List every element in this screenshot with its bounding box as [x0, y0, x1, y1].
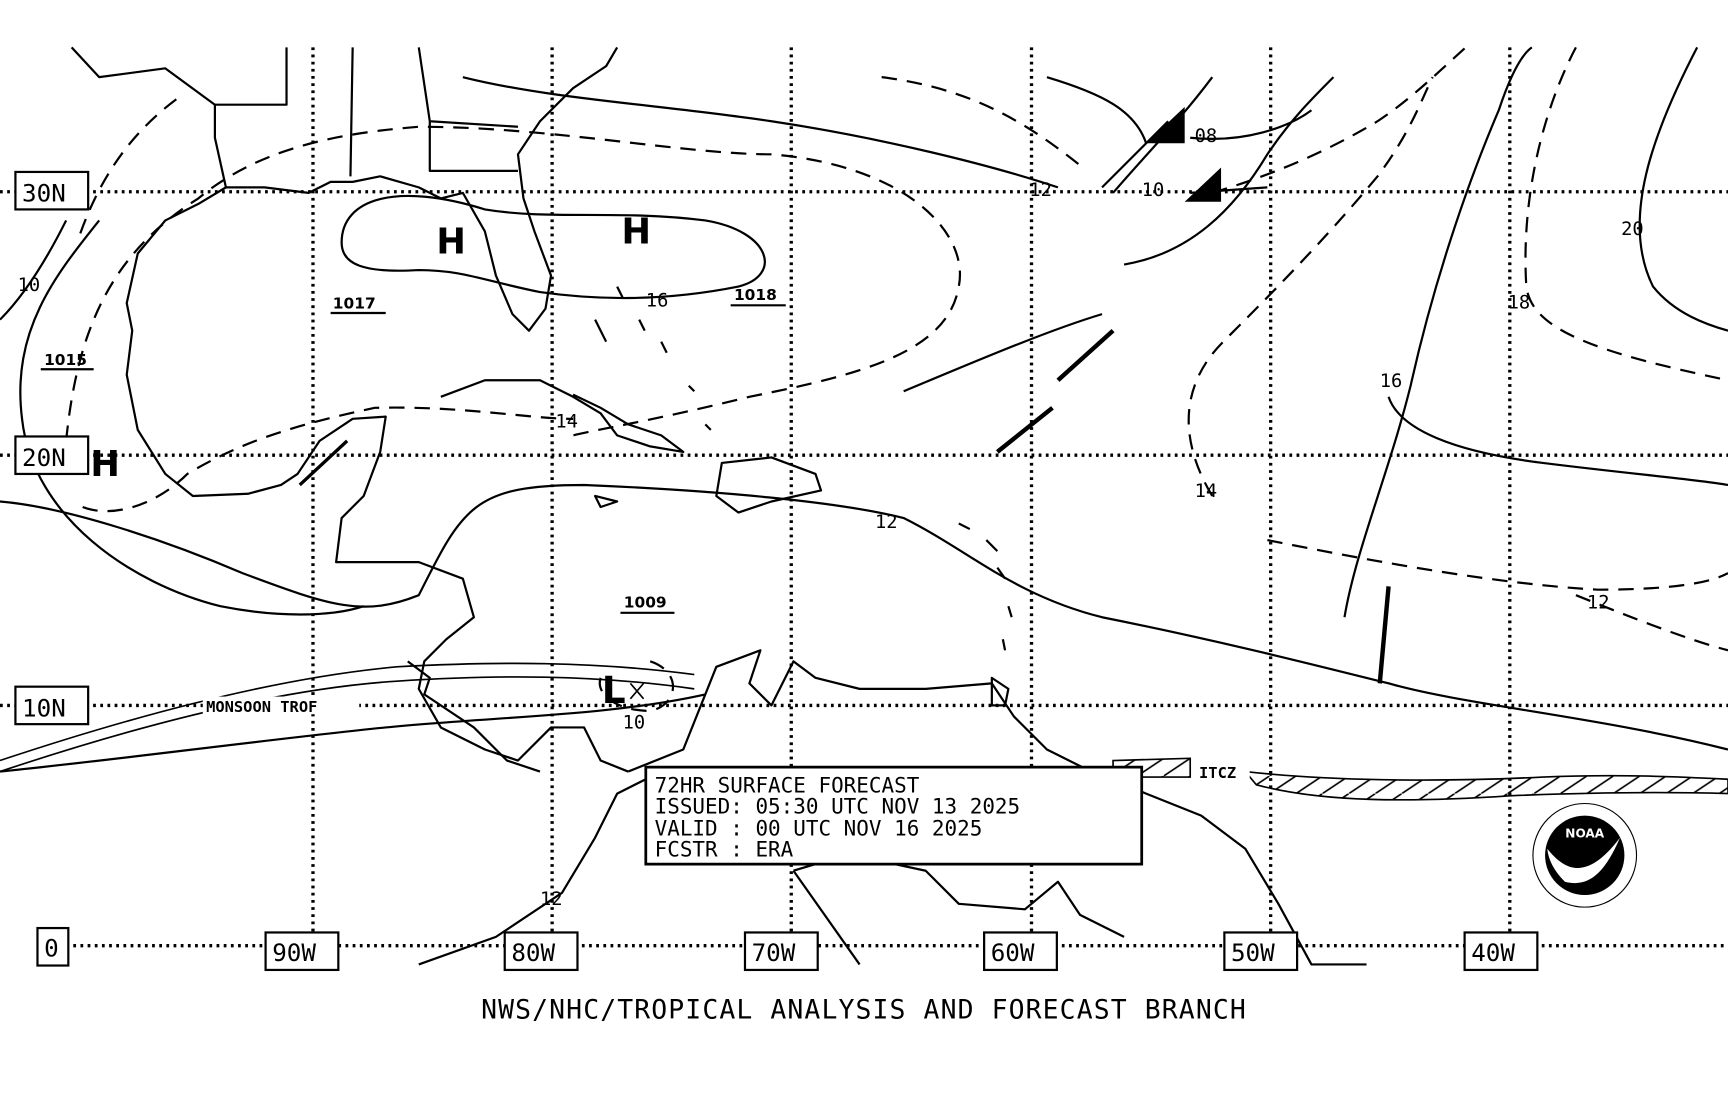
low-pressure-symbol: L — [602, 668, 626, 712]
isobar-label: 14 — [1195, 481, 1218, 502]
pressure-value: 1015 — [44, 351, 87, 369]
trough-line — [298, 439, 349, 487]
high-pressure-symbol: H — [622, 212, 652, 253]
high-pressure-symbol: H — [436, 222, 466, 263]
isobar-label: 16 — [646, 290, 669, 311]
isobar-label: 12 — [540, 889, 563, 910]
high-pressure-symbol: H — [90, 444, 120, 485]
coastlines — [70, 46, 1367, 966]
forecast-title: 72HR SURFACE FORECAST — [655, 773, 920, 797]
valid-time: VALID : 00 UTC NOV 16 2025 — [655, 816, 983, 840]
isobar-label: 12 — [1587, 592, 1610, 613]
cold-front-triangle — [1146, 106, 1185, 144]
pressure-centers: H 1017 H 1018 H 1015 L 1009 — [40, 212, 786, 712]
monsoon-trough — [0, 662, 695, 773]
isobar-label: 12 — [1029, 180, 1052, 201]
isobar-label: 12 — [875, 512, 898, 533]
isobar-label: 08 — [1195, 126, 1218, 147]
isobar-labels: 10 12 14 16 18 20 08 10 12 12 10 12 14 1… — [18, 126, 1644, 910]
pressure-value: 1017 — [333, 295, 376, 313]
lon-label-50w: 50W — [1231, 938, 1275, 967]
pressure-value: 1009 — [624, 593, 667, 611]
isobar-label: 10 — [623, 713, 646, 734]
trough-line — [1377, 586, 1391, 684]
isobar-label: 10 — [1142, 180, 1165, 201]
pressure-value: 1018 — [734, 286, 777, 304]
lat-label-30n: 30N — [22, 179, 66, 208]
itcz-label: ITCZ — [1199, 764, 1236, 782]
dashed-isobars — [65, 46, 1728, 713]
noaa-logo: NOAA — [1532, 802, 1638, 908]
lat-label-0: 0 — [44, 934, 59, 963]
trough-line — [995, 329, 1115, 454]
lon-label-80w: 80W — [511, 938, 555, 967]
lon-label-40w: 40W — [1471, 938, 1515, 967]
cold-front-triangle — [1184, 167, 1222, 202]
fronts — [298, 106, 1391, 684]
noaa-logo-text: NOAA — [1565, 827, 1604, 841]
longitude-labels: 90W 80W 70W 60W 50W 40W — [264, 931, 1539, 972]
isobar-label: 14 — [555, 412, 578, 433]
low-center-x-icon — [629, 682, 645, 700]
lat-label-10n: 10N — [22, 693, 66, 722]
lon-label-60w: 60W — [991, 938, 1035, 967]
latitude-labels: 30N 20N 10N 0 — [14, 170, 90, 967]
forecast-info-box: 72HR SURFACE FORECAST ISSUED: 05:30 UTC … — [644, 765, 1144, 866]
lat-label-20n: 20N — [22, 443, 66, 472]
isobar-label: 20 — [1621, 219, 1644, 240]
forecaster: FCSTR : ERA — [655, 837, 794, 861]
itcz-band — [1112, 757, 1728, 801]
isobar-label: 10 — [18, 275, 41, 296]
monsoon-trough-label: MONSOON TROF — [206, 698, 317, 716]
issued-time: ISSUED: 05:30 UTC NOV 13 2025 — [655, 794, 1021, 818]
footer-credit: NWS/NHC/TROPICAL ANALYSIS AND FORECAST B… — [481, 994, 1247, 1025]
lon-label-90w: 90W — [272, 938, 316, 967]
isobar-label: 16 — [1380, 371, 1403, 392]
isobar-label: 18 — [1508, 293, 1531, 314]
lon-label-70w: 70W — [752, 938, 796, 967]
isobars — [0, 46, 1728, 773]
